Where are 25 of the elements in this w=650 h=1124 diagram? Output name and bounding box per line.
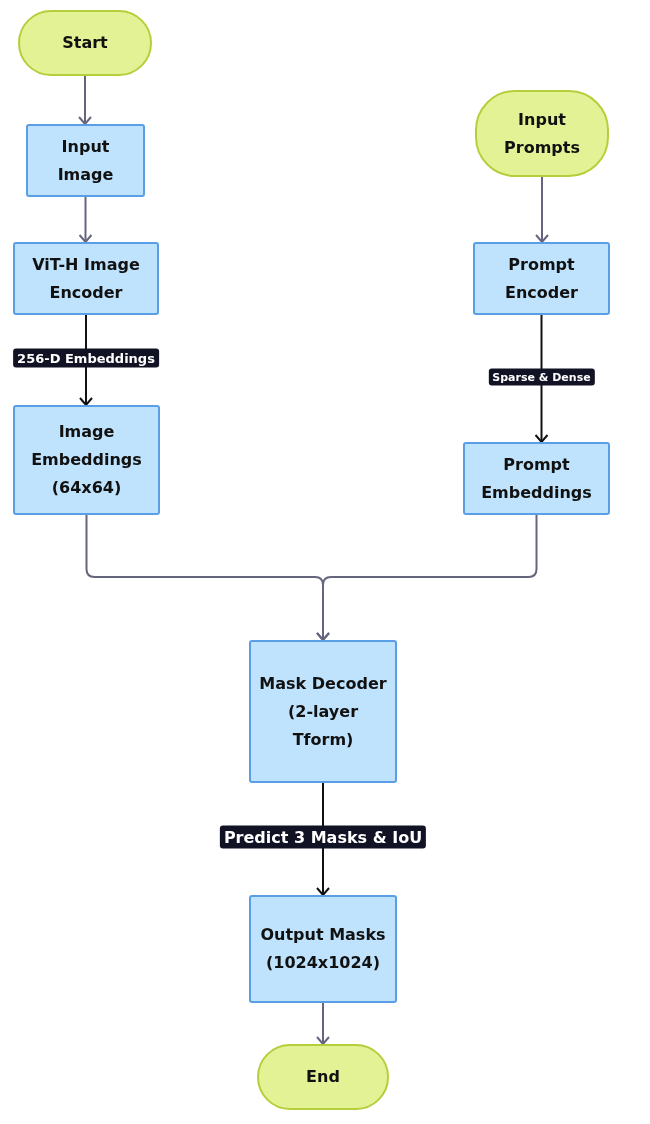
node-label: Prompt Encoder [504, 253, 579, 304]
node-label: End [305, 1066, 341, 1088]
node-label: Image Embeddings (64x64) [30, 421, 143, 499]
process-box [13, 242, 159, 315]
node-label: Input Prompts [503, 108, 581, 159]
node-label: Mask Decoder (2-layer Tform) [258, 672, 388, 751]
process-box [13, 405, 160, 515]
edge-label: Predict 3 Masks & IoU [219, 825, 427, 849]
arrow [316, 1002, 330, 1045]
node-label: ViT-H Image Encoder [31, 253, 141, 304]
arrow [316, 514, 538, 641]
arrow [535, 176, 549, 243]
process-box [463, 442, 610, 515]
node-label: Prompt Embeddings [480, 453, 593, 504]
edge-label: Sparse & Dense [488, 368, 595, 385]
arrow [78, 75, 92, 125]
process-box [473, 242, 610, 315]
arrow [78, 196, 93, 243]
process-box [26, 124, 145, 197]
process-box [249, 895, 397, 1003]
edge-label: 256-D Embeddings [13, 348, 159, 368]
process-box [249, 640, 397, 783]
node-label: Start [61, 32, 109, 54]
node-label: Output Masks (1024x1024) [259, 924, 387, 974]
node-label: Input Image [56, 135, 115, 186]
